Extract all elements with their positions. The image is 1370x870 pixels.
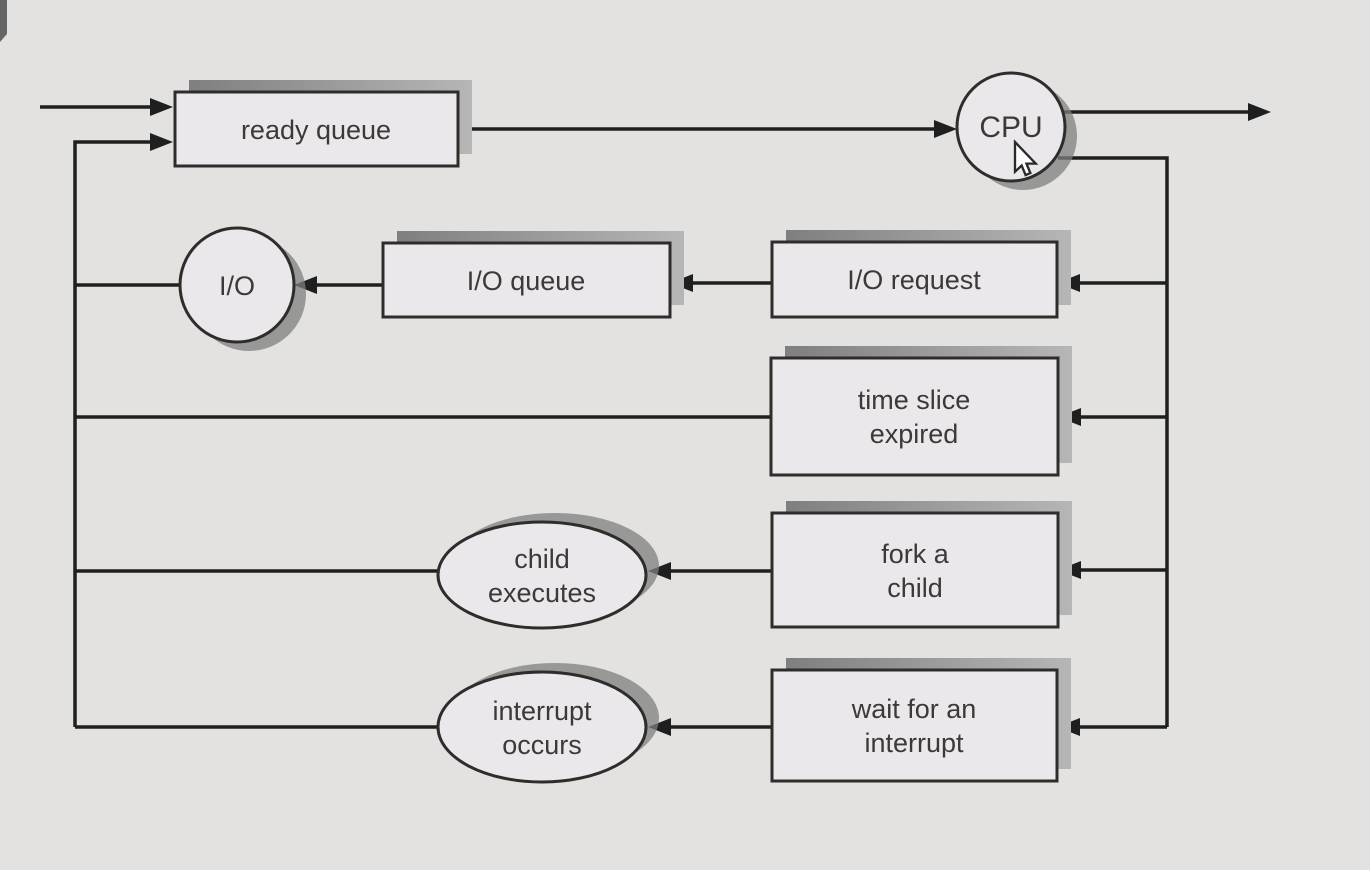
interrupt-occurs-label-line2: occurs xyxy=(502,730,582,760)
fork-child-label-line2: child xyxy=(887,573,943,603)
connector-lines xyxy=(40,98,1271,736)
cpu-node: CPU xyxy=(955,71,1077,190)
feedback-trunk-line xyxy=(73,140,150,727)
io-request-node: I/O request xyxy=(770,230,1071,319)
entry-arrowhead xyxy=(150,98,173,116)
child-executes-node: child executes xyxy=(436,513,659,630)
ready-queue-box xyxy=(173,90,460,168)
io-arrowhead xyxy=(294,276,317,294)
child-executes-arrowhead xyxy=(648,562,671,580)
interrupt-occurs-ellipse xyxy=(436,670,648,784)
child-executes-ellipse xyxy=(436,520,648,630)
io-label: I/O xyxy=(219,271,255,301)
io-queue-node: I/O queue xyxy=(381,231,684,319)
interrupt-occurs-label-line1: interrupt xyxy=(492,696,592,726)
io-node: I/O xyxy=(178,226,306,351)
wait-interrupt-label-line1: wait for an xyxy=(851,694,977,724)
child-executes-label-line1: child xyxy=(514,544,570,574)
fork-child-box xyxy=(770,511,1060,629)
io-queue-label: I/O queue xyxy=(467,266,586,296)
io-request-label: I/O request xyxy=(847,265,981,295)
cpu-label: CPU xyxy=(979,111,1042,144)
interrupt-occurs-arrowhead xyxy=(648,718,671,736)
time-slice-label-line2: expired xyxy=(870,419,959,449)
time-slice-label-line1: time slice xyxy=(858,385,971,415)
io-circle xyxy=(178,226,296,344)
wait-interrupt-label-line2: interrupt xyxy=(864,728,964,758)
time-slice-box xyxy=(769,356,1060,477)
fork-child-label-line1: fork a xyxy=(881,539,950,569)
ready-queue-label: ready queue xyxy=(241,115,391,145)
cpu-dispatch-trunk-line xyxy=(1058,156,1169,727)
io-queue-box xyxy=(381,241,672,319)
ready-to-cpu-arrowhead xyxy=(934,120,957,138)
fork-child-node: fork a child xyxy=(770,501,1072,629)
ready-queue-node: ready queue xyxy=(173,80,472,168)
feedback-arrowhead xyxy=(150,133,173,151)
child-executes-label-line2: executes xyxy=(488,578,596,608)
wait-interrupt-box xyxy=(770,668,1059,783)
mouse-cursor-icon xyxy=(1013,139,1039,177)
interrupt-occurs-node: interrupt occurs xyxy=(436,663,659,784)
io-request-box xyxy=(770,240,1059,319)
wait-interrupt-node: wait for an interrupt xyxy=(770,658,1071,783)
frame-edge-artifact xyxy=(0,0,7,42)
cpu-circle xyxy=(955,71,1067,183)
cpu-exit-arrowhead xyxy=(1248,103,1271,121)
time-slice-node: time slice expired xyxy=(769,346,1072,477)
